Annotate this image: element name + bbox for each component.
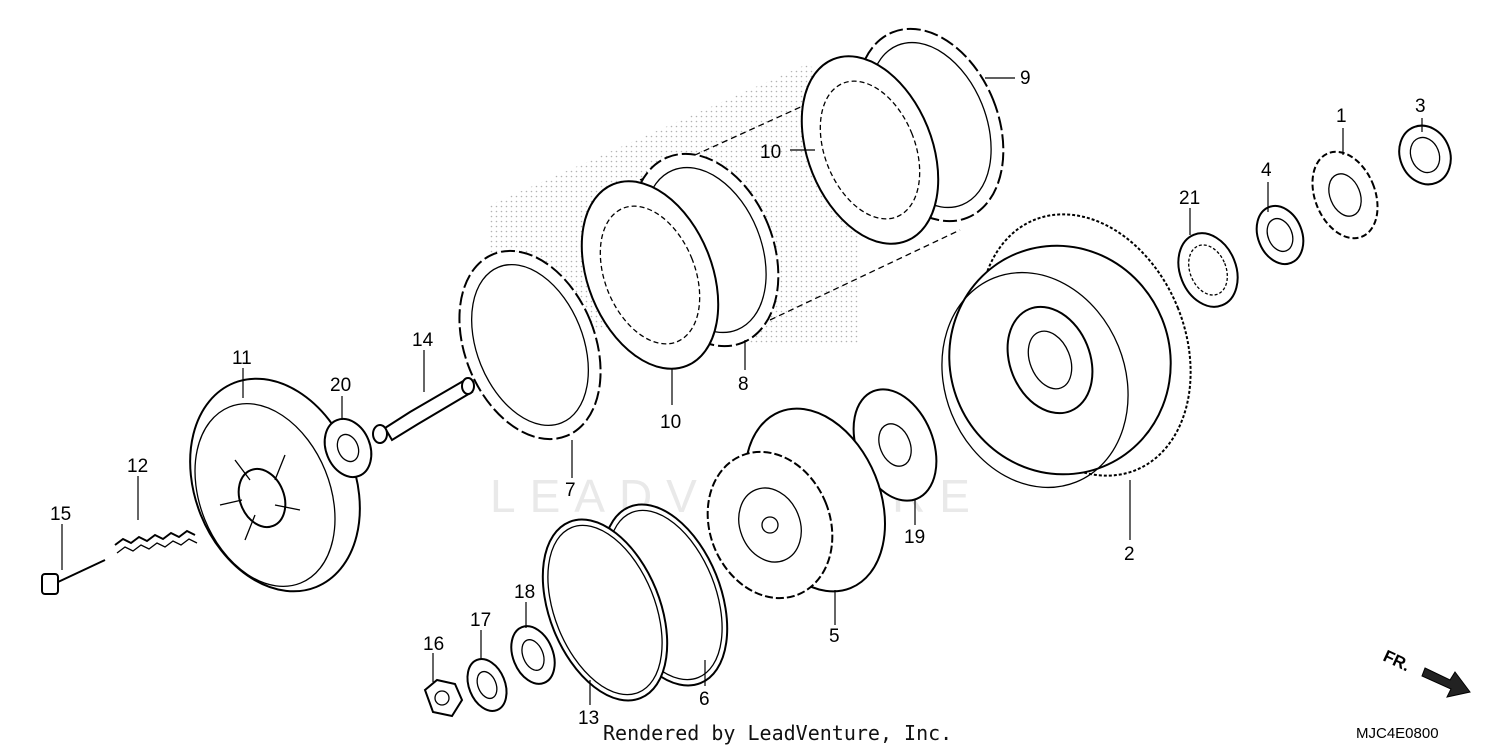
callout-4: 4 [1261,160,1272,181]
callout-12: 12 [127,456,148,477]
callout-7: 7 [565,480,576,501]
clutch-plate-10-lower [580,180,720,370]
needle-bearing-21 [1177,232,1239,308]
callout-3: 3 [1415,96,1426,117]
clutch-center-5 [706,407,886,600]
clutch-outer-2 [941,213,1192,489]
clutch-spring-12 [114,529,198,554]
callout-19: 19 [904,527,925,548]
lock-nut-16 [423,678,464,718]
direction-label: FR. [1380,646,1413,675]
callout-11: 11 [232,348,252,369]
bearing-20 [323,417,373,479]
front-direction-indicator: FR. [1380,646,1471,698]
callout-17: 17 [470,610,491,631]
callout-1: 1 [1336,106,1347,127]
collar-4 [1255,204,1305,266]
callout-10-lower: 10 [660,412,681,433]
callout-6: 6 [699,689,710,710]
front-arrow-icon [1421,667,1471,698]
ring-13 [541,518,669,702]
callout-13: 13 [578,708,599,729]
stack-guide-line [769,229,961,321]
callout-15: 15 [50,504,71,525]
lifter-rod-14 [372,377,475,444]
pressure-plate-11 [189,377,361,593]
friction-disc-7 [458,249,602,441]
part-1 [1311,150,1379,240]
bolt-15 [41,559,106,595]
callout-8: 8 [738,374,749,395]
bushing-3 [1398,124,1452,186]
render-credit: Rendered by LeadVenture, Inc. [603,721,952,745]
diagram-code: MJC4E0800 [1356,725,1439,742]
leader-lines [61,77,1423,705]
callout-18: 18 [514,582,535,603]
clutch-plate-10-upper [800,55,940,245]
callout-9: 9 [1020,68,1031,89]
callout-5: 5 [829,626,840,647]
callout-10-upper: 10 [760,142,781,163]
callout-14: 14 [412,330,434,351]
callout-20: 20 [330,375,351,396]
washer-17 [466,658,508,712]
washer-18 [510,625,556,685]
callout-16: 16 [423,634,444,655]
callout-21: 21 [1179,188,1200,209]
callout-2: 2 [1124,544,1135,565]
